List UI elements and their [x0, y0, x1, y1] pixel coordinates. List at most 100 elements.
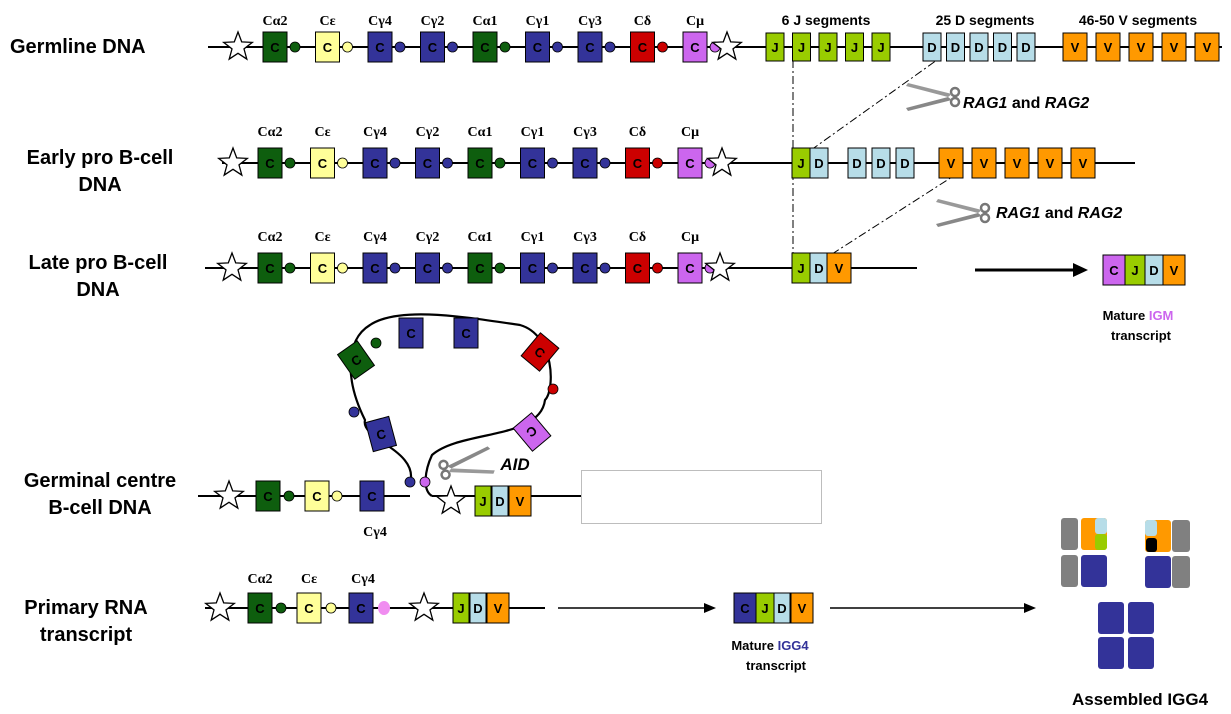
germline-v-2-letter: V [1137, 40, 1146, 55]
igm-c-letter: C [1109, 263, 1119, 278]
germline-constant-7 [630, 31, 655, 63]
row-label-rna-line1: Primary RNA [24, 597, 148, 619]
germline-constant-label-7: Cδ [634, 14, 651, 29]
late-constant-label-8: Cμ [681, 230, 699, 245]
header-j-segments: 6 J segments [782, 12, 871, 28]
late-constant-label-2: Cγ4 [363, 230, 387, 245]
germline-v-3 [1161, 32, 1187, 62]
aid-label: AID [499, 455, 529, 474]
early-constant-6 [572, 147, 598, 179]
late-constant-4-letter: C [475, 261, 485, 276]
germline-constant-4-letter: C [480, 40, 490, 55]
germline-j-3-letter: J [851, 40, 858, 55]
empty-annotation-box [581, 470, 822, 524]
igg4-v-letter: V [798, 601, 807, 616]
early-constant-label-6: Cγ3 [573, 125, 597, 140]
germline-switch-dot-4 [499, 41, 511, 53]
rna-star-left [203, 591, 237, 622]
early-constant-1 [310, 147, 335, 179]
rna-d-letter: D [473, 601, 482, 616]
gc-constant-alpha2-letter: C [263, 489, 273, 504]
gc-constant-gamma4-letter: C [367, 489, 377, 504]
late-j-letter: J [797, 261, 804, 276]
loop-constant-gamma-3-letter: C [461, 326, 471, 341]
antibody-variable-block [1095, 534, 1107, 550]
early-constant-6-letter: C [580, 156, 590, 171]
loop-constant-gamma-3: C [453, 317, 479, 349]
row-label-late-line2: DNA [76, 279, 120, 301]
late-constant-label-5: Cγ1 [521, 230, 545, 245]
rna-constant-epsilon [296, 592, 322, 624]
late-constant-label-4: Cα1 [468, 230, 493, 245]
igm-j-letter: J [1131, 263, 1138, 278]
early-switch-dot-1 [337, 157, 348, 169]
late-constant-3 [415, 252, 440, 284]
row-label-germinal-centre: Germinal centre B-cell DNA [2, 468, 198, 522]
germline-constant-0-letter: C [270, 40, 280, 55]
late-v-letter: V [835, 261, 844, 276]
excised-loop-strand [349, 313, 552, 497]
scissors-icon [436, 444, 497, 486]
early-constant-label-4: Cα1 [468, 125, 493, 140]
germline-j-2-letter: J [824, 40, 831, 55]
rna-dot-epsilon [325, 602, 337, 614]
rna-dot-mu [378, 601, 390, 615]
germline-constant-label-8: Cμ [686, 14, 704, 29]
antibody-fc-block [1098, 637, 1124, 669]
gc-constant-gamma4 [359, 480, 385, 512]
late-constant-5 [520, 252, 545, 284]
rag1-label: RAG1 [963, 95, 1008, 112]
arrow-head [704, 603, 716, 613]
rna-constant-alpha2-letter: C [255, 601, 265, 616]
antibody-variable-block [1145, 520, 1157, 536]
late-switch-dot-4 [494, 262, 506, 274]
germline-j-4 [871, 32, 891, 62]
late-constant-6 [572, 252, 598, 284]
germline-constant-0 [262, 31, 288, 63]
loop-constant-mu-rect [512, 412, 552, 452]
row-label-gc-line1: Germinal centre [23, 470, 177, 492]
early-switch-dot-2 [389, 157, 401, 169]
late-constant-label-7: Cδ [629, 230, 646, 245]
early-v-3 [1037, 147, 1063, 179]
gc-v-letter: V [516, 494, 525, 509]
germline-constant-2 [367, 31, 393, 63]
early-switch-dot-7 [652, 157, 663, 169]
early-constant-8-letter: C [685, 156, 695, 171]
rna-constant-gamma4-letter: C [356, 601, 366, 616]
germline-constant-8-letter: C [690, 40, 700, 55]
loop-dot-1 [348, 406, 360, 418]
early-constant-7 [625, 147, 650, 179]
germline-constant-2-letter: C [375, 40, 385, 55]
germline-v-0 [1062, 32, 1088, 62]
loop-constant-gamma-2: C [398, 317, 424, 349]
and-label: and [1007, 95, 1044, 112]
early-switch-dot-6 [599, 157, 611, 169]
late-constant-2-letter: C [370, 261, 380, 276]
germline-switch-dot-0 [289, 41, 301, 53]
mature-igm-prefix: Mature [1103, 308, 1149, 323]
early-constant-label-2: Cγ4 [363, 125, 387, 140]
early-d [809, 147, 829, 179]
antibody-fc-block [1098, 602, 1124, 634]
early-v-3-letter: V [1046, 156, 1055, 171]
antibody-heavy-chain-block [1145, 556, 1171, 588]
germline-j-0-letter: J [771, 40, 778, 55]
row-label-rna-line2: transcript [39, 624, 133, 646]
germline-switch-dot-5 [552, 41, 563, 53]
rag2-label: RAG2 [1078, 205, 1123, 222]
germline-j-4-letter: J [877, 40, 884, 55]
row-label-early-line2: DNA [78, 174, 122, 196]
germline-star-right [710, 30, 744, 61]
guide-d-join [810, 59, 938, 151]
mature-igm-name: IGM [1149, 308, 1174, 323]
early-v-0-letter: V [947, 156, 956, 171]
germline-v-4 [1194, 32, 1220, 62]
germline-j-1-letter: J [798, 40, 805, 55]
germline-constant-label-5: Cγ1 [526, 14, 550, 29]
late-constant-8 [677, 252, 703, 284]
germline-constant-7-letter: C [638, 40, 648, 55]
row-label-primary-rna: Primary RNA transcript [0, 595, 172, 649]
